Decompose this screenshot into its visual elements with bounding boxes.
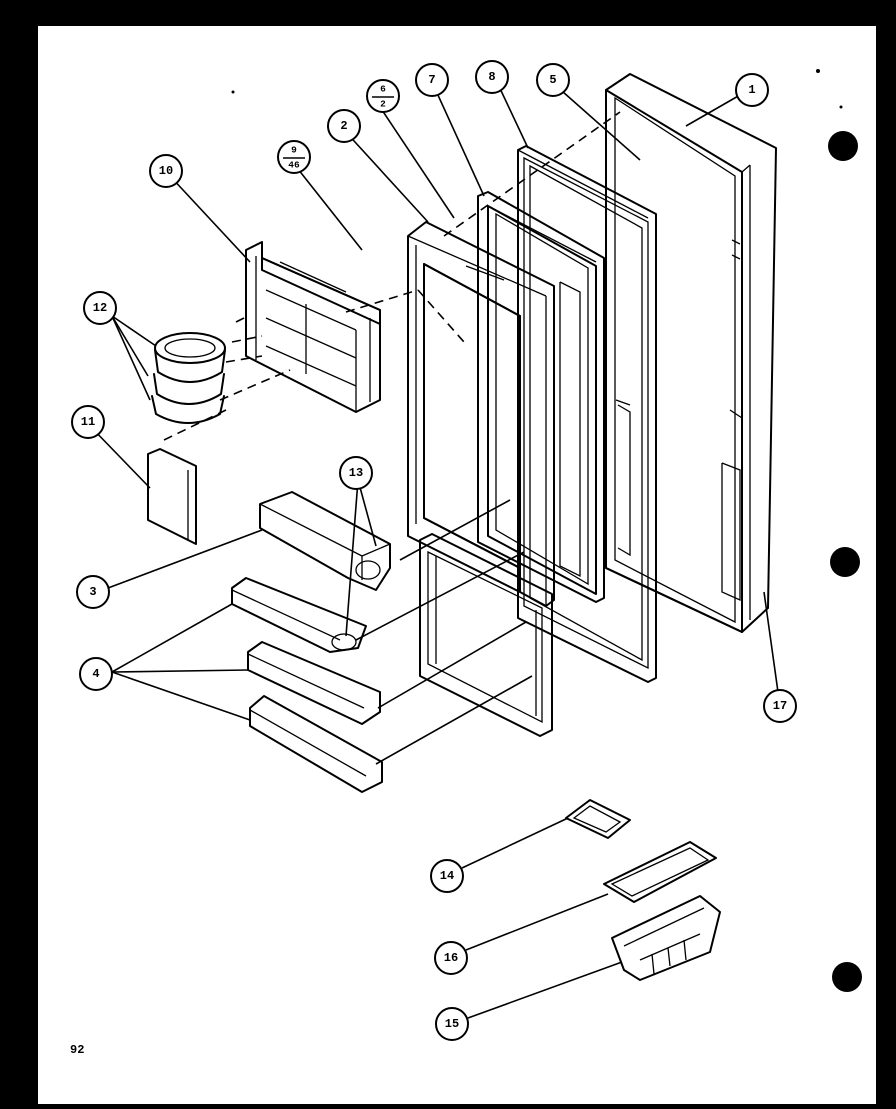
svg-text:9: 9 (291, 145, 297, 156)
svg-text:16: 16 (444, 951, 458, 965)
page-number: 92 (70, 1043, 84, 1057)
part-door-liner (407, 221, 555, 737)
callout-13: 13 (339, 456, 373, 490)
svg-text:7: 7 (428, 73, 435, 87)
callout-6-2: 6 2 (366, 79, 400, 113)
part-shelf-cage (245, 241, 381, 413)
svg-text:8: 8 (488, 70, 495, 84)
diagram-sheet (38, 26, 876, 1104)
callout-1: 1 (735, 73, 769, 107)
callout-10: 10 (149, 154, 183, 188)
part-lower-bins (231, 577, 383, 793)
part-ice-bucket (611, 895, 721, 981)
callout-4: 4 (79, 657, 113, 691)
svg-text:15: 15 (445, 1017, 459, 1031)
part-inner-door-frame (477, 191, 605, 603)
punch-hole-bottom (832, 962, 862, 992)
callout-15: 15 (435, 1007, 469, 1041)
punch-hole-top (828, 131, 858, 161)
svg-text:2: 2 (340, 119, 347, 133)
svg-text:1: 1 (748, 83, 755, 97)
svg-text:5: 5 (549, 73, 556, 87)
svg-text:6: 6 (380, 84, 386, 95)
callout-8: 8 (475, 60, 509, 94)
svg-text:46: 46 (288, 160, 300, 171)
punch-hole-middle (830, 547, 860, 577)
svg-text:14: 14 (440, 869, 454, 883)
part-small-tray (565, 799, 631, 839)
callout-7: 7 (415, 63, 449, 97)
svg-text:17: 17 (773, 699, 787, 713)
callout-12: 12 (83, 291, 117, 325)
callout-2: 2 (327, 109, 361, 143)
svg-text:10: 10 (159, 164, 173, 178)
callout-14: 14 (430, 859, 464, 893)
part-outer-door-panel (605, 73, 777, 633)
part-small-door-panel (147, 448, 197, 545)
callout-9-46: 9 46 (277, 140, 311, 174)
part-upper-bin (259, 491, 391, 591)
callout-3: 3 (76, 575, 110, 609)
svg-text:4: 4 (92, 667, 99, 681)
svg-text:13: 13 (349, 466, 363, 480)
callout-16: 16 (434, 941, 468, 975)
callout-17: 17 (763, 689, 797, 723)
svg-text:3: 3 (89, 585, 96, 599)
svg-text:2: 2 (380, 99, 386, 110)
svg-text:11: 11 (81, 415, 95, 429)
part-lid (603, 841, 717, 903)
part-door-gasket (517, 145, 657, 683)
part-containers (151, 332, 226, 424)
callout-11: 11 (71, 405, 105, 439)
callout-5: 5 (536, 63, 570, 97)
svg-text:12: 12 (93, 301, 107, 315)
